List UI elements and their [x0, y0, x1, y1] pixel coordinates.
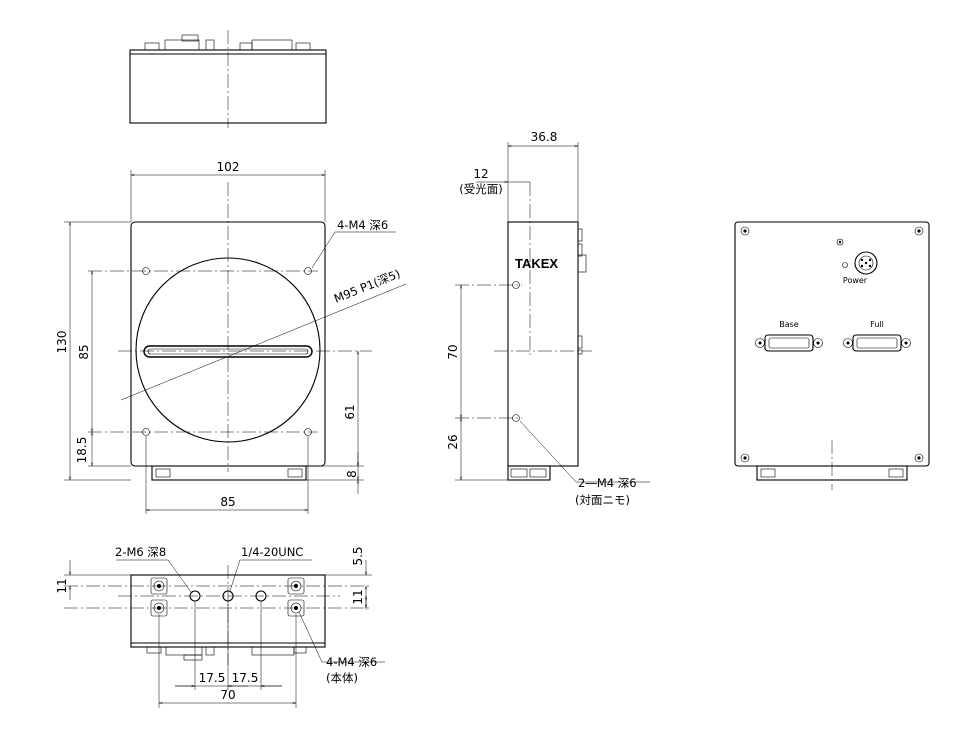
label-bottom-m4: 4-M4 深6	[326, 655, 377, 669]
dim-102: 102	[217, 160, 240, 174]
screw-icon	[740, 453, 750, 463]
brand-logo: TAKEX	[515, 256, 558, 271]
label-sensor-plane: (受光面)	[459, 182, 502, 196]
dim-18-5: 18.5	[75, 437, 89, 464]
label-side-m4: 2―M4 深6	[578, 476, 637, 490]
dim-26: 26	[446, 434, 460, 449]
label-m6: 2-M6 深8	[115, 545, 166, 559]
dim-11-left: 11	[55, 578, 69, 593]
label-tripod: 1/4-20UNC	[241, 545, 303, 559]
dim-85-v: 85	[77, 344, 91, 359]
side-view: TAKEX 36.8 12 (受光面) 70 26 2―M4 深6 (対面ニモ)	[446, 130, 650, 507]
label-bottom-m4-note: (本体)	[326, 671, 358, 685]
label-front-m4: 4-M4 深6	[337, 218, 388, 232]
dim-8: 8	[345, 470, 359, 478]
full-connector	[843, 334, 911, 352]
top-view	[129, 30, 327, 128]
label-power: Power	[843, 276, 868, 285]
label-base: Base	[779, 320, 799, 329]
label-side-m4-note: (対面ニモ)	[575, 493, 630, 507]
dim-12: 12	[473, 167, 488, 181]
front-view: 102 130 85 18.5 61 8 85 4-M4 深6 M95	[55, 160, 407, 514]
dim-17-5-a: 17.5	[199, 671, 226, 685]
dim-36-8: 36.8	[531, 130, 558, 144]
dim-5-5: 5.5	[351, 546, 365, 565]
screw-icon	[914, 226, 924, 236]
label-full: Full	[870, 320, 884, 329]
dim-85-h: 85	[220, 495, 235, 509]
bottom-view: 11 5.5 11 17.5 17.5 70 2-M6 深8 1/4-20UNC	[55, 545, 385, 708]
dim-70-side: 70	[446, 344, 460, 359]
rear-view: Power Base Full	[734, 221, 930, 490]
screw-icon	[914, 453, 924, 463]
dim-70-bottom: 70	[220, 688, 235, 702]
screw-icon	[740, 226, 750, 236]
base-connector	[755, 334, 823, 352]
dim-61: 61	[343, 404, 357, 419]
screw-icon	[836, 238, 844, 246]
dim-130: 130	[55, 331, 69, 354]
power-led	[842, 262, 848, 268]
dim-11-right: 11	[351, 589, 365, 604]
power-connector	[854, 251, 878, 275]
dim-17-5-b: 17.5	[232, 671, 259, 685]
